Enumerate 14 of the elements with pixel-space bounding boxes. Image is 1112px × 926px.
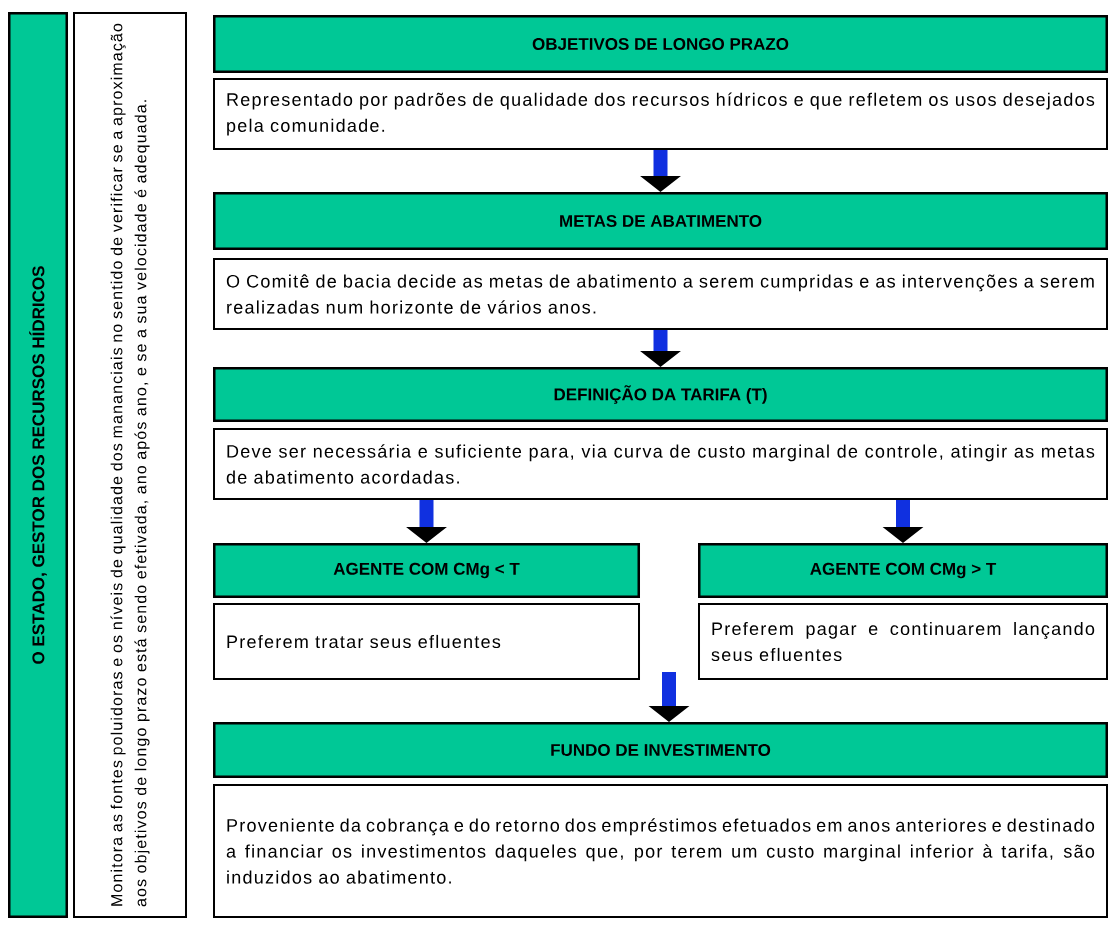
text-box: Proveniente da cobrança e do retorno dos empréstimos efetuados em anos anteriores e destinado a financiar os investimentos daqueles que, por terem um custo marginal inferior à tarifa, são induzidos ao abatimento.: [213, 784, 1108, 918]
heading-box: DEFINIÇÃO DA TARIFA (T): [213, 367, 1108, 422]
text-box: Preferem tratar seus efluentes: [213, 603, 640, 680]
text-box: O Comitê de bacia decide as metas de abatimento a serem cumpridas e as intervenções a serem realizadas num horizonte de vários anos.: [213, 258, 1108, 330]
text-box: Preferem pagar e continuarem lançando seus efluentes: [698, 603, 1108, 680]
text-box: Deve ser necessária e suficiente para, via curva de custo marginal de controle, atingir as metas de abatimento acordadas.: [213, 428, 1108, 500]
text-box: Monitora as fontes poluidoras e os níveis de qualidade dos mananciais no sentido de verificar se a aproximação aos objetivos de longo prazo está sendo efetivada, ano após ano, e se a sua velocidade é adequada.: [73, 12, 187, 918]
heading-box: O ESTADO, GESTOR DOS RECURSOS HÍDRICOS: [8, 12, 68, 918]
heading-box: AGENTE COM CMg < T: [213, 543, 640, 598]
heading-box: FUNDO DE INVESTIMENTO: [213, 722, 1108, 778]
text-box: Representado por padrões de qualidade dos recursos hídricos e que refletem os usos desejados pela comunidade.: [213, 78, 1108, 150]
heading-box: OBJETIVOS DE LONGO PRAZO: [213, 15, 1108, 73]
heading-box: METAS DE ABATIMENTO: [213, 192, 1108, 250]
heading-box: AGENTE COM CMg > T: [698, 543, 1108, 598]
